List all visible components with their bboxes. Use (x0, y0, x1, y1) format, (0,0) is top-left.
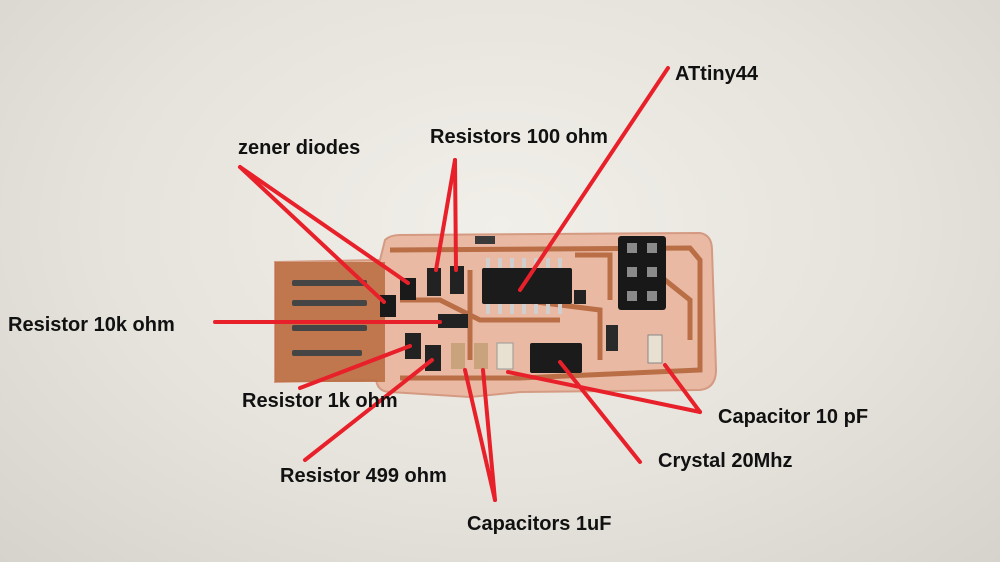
label-resistor-10k: Resistor 10k ohm (8, 314, 175, 336)
label-attiny: ATtiny44 (675, 63, 758, 85)
label-resistor-1k: Resistor 1k ohm (242, 390, 398, 412)
label-resistor-499: Resistor 499 ohm (280, 465, 447, 487)
label-zener-diodes: zener diodes (238, 137, 361, 159)
pcb-components (380, 236, 666, 373)
label-capacitor-10pf: Capacitor 10 pF (718, 406, 869, 428)
annotation-arrows (213, 66, 702, 502)
label-crystal: Crystal 20Mhz (658, 450, 793, 472)
label-capacitors-1uf: Capacitors 1uF (467, 513, 612, 535)
label-resistors-100: Resistors 100 ohm (430, 126, 608, 148)
